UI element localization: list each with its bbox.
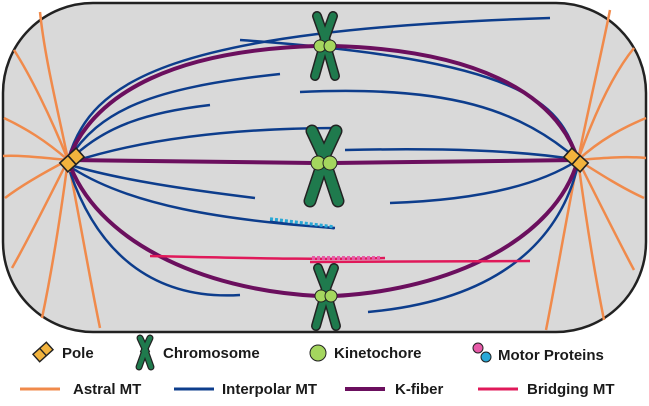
legend-item-chromosome: Chromosome [135, 334, 260, 371]
bridging-mt [149, 254, 531, 264]
kinetochore-legend-icon [309, 344, 327, 362]
legend-label-k-fiber: K-fiber [395, 381, 443, 398]
legend-label-astral-mt: Astral MT [73, 381, 141, 398]
legend-item-bridging-mt: Bridging MT [478, 381, 614, 398]
chromosome-bottom [311, 263, 341, 331]
legend-item-k-fiber: K-fiber [345, 381, 443, 398]
kinetochore-icon [324, 289, 338, 303]
chromosome-icon [135, 334, 155, 371]
legend-item-interpolar-mt: Interpolar MT [174, 381, 317, 398]
legend-label-bridging-mt: Bridging MT [527, 381, 614, 398]
chromosome-top [310, 11, 340, 81]
kinetochore-icon [323, 39, 337, 53]
legend-item-pole: Pole [31, 341, 94, 363]
kinetochore-icon [322, 155, 338, 171]
legend-label-pole: Pole [62, 345, 94, 362]
legend-item-motor-proteins: Motor Proteins [472, 342, 604, 364]
pole-right [562, 147, 590, 173]
legend-label-chromosome: Chromosome [163, 345, 260, 362]
legend-label-interpolar-mt: Interpolar MT [222, 381, 317, 398]
legend-item-astral-mt: Astral MT [20, 381, 141, 398]
motor-proteins-icon [472, 342, 492, 363]
legend-item-kinetochore: Kinetochore [309, 344, 422, 362]
legend-label-motor-proteins: Motor Proteins [498, 347, 604, 364]
k-fibers [66, 44, 580, 298]
legend-label-kinetochore: Kinetochore [334, 345, 422, 362]
motor-proteins-interpolar [269, 217, 335, 230]
pole-icon [31, 341, 55, 363]
pole-left [58, 147, 86, 173]
chromosome-middle [303, 124, 345, 208]
